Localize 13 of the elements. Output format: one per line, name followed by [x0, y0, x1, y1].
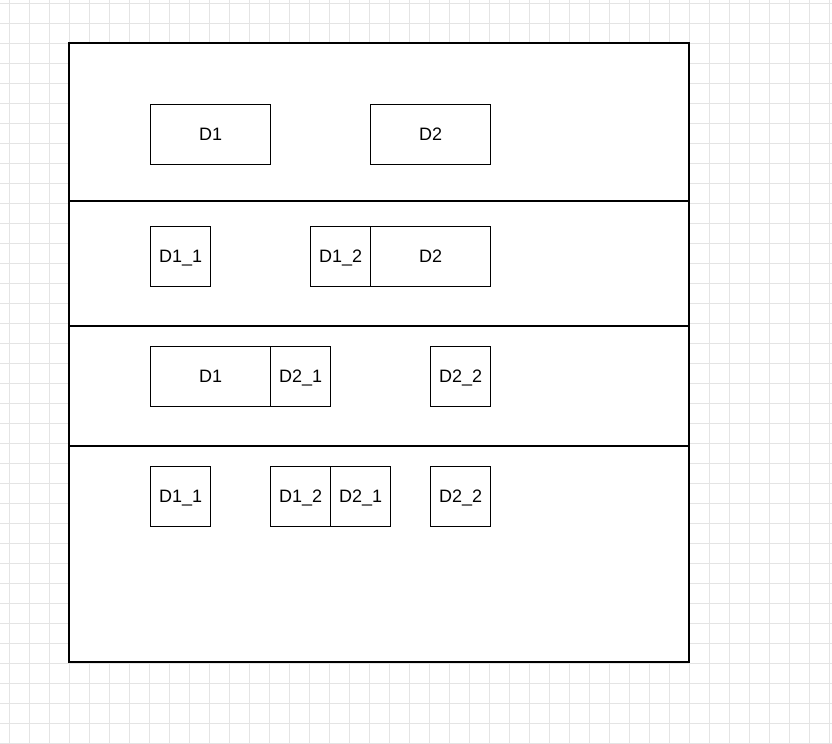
label-box: D1 — [150, 104, 271, 165]
label-box: D1_1 — [150, 466, 211, 527]
outer-frame — [68, 42, 690, 663]
label-box: D1_1 — [150, 226, 211, 287]
label-box: D2_1 — [270, 346, 331, 407]
label-box: D2 — [370, 104, 491, 165]
label-box: D1_2 — [270, 466, 331, 527]
label-box: D1 — [150, 346, 271, 407]
label-box: D2_1 — [330, 466, 391, 527]
label-box: D1_2 — [310, 226, 371, 287]
label-box: D2 — [370, 226, 491, 287]
label-box: D2_2 — [430, 346, 491, 407]
label-box: D2_2 — [430, 466, 491, 527]
